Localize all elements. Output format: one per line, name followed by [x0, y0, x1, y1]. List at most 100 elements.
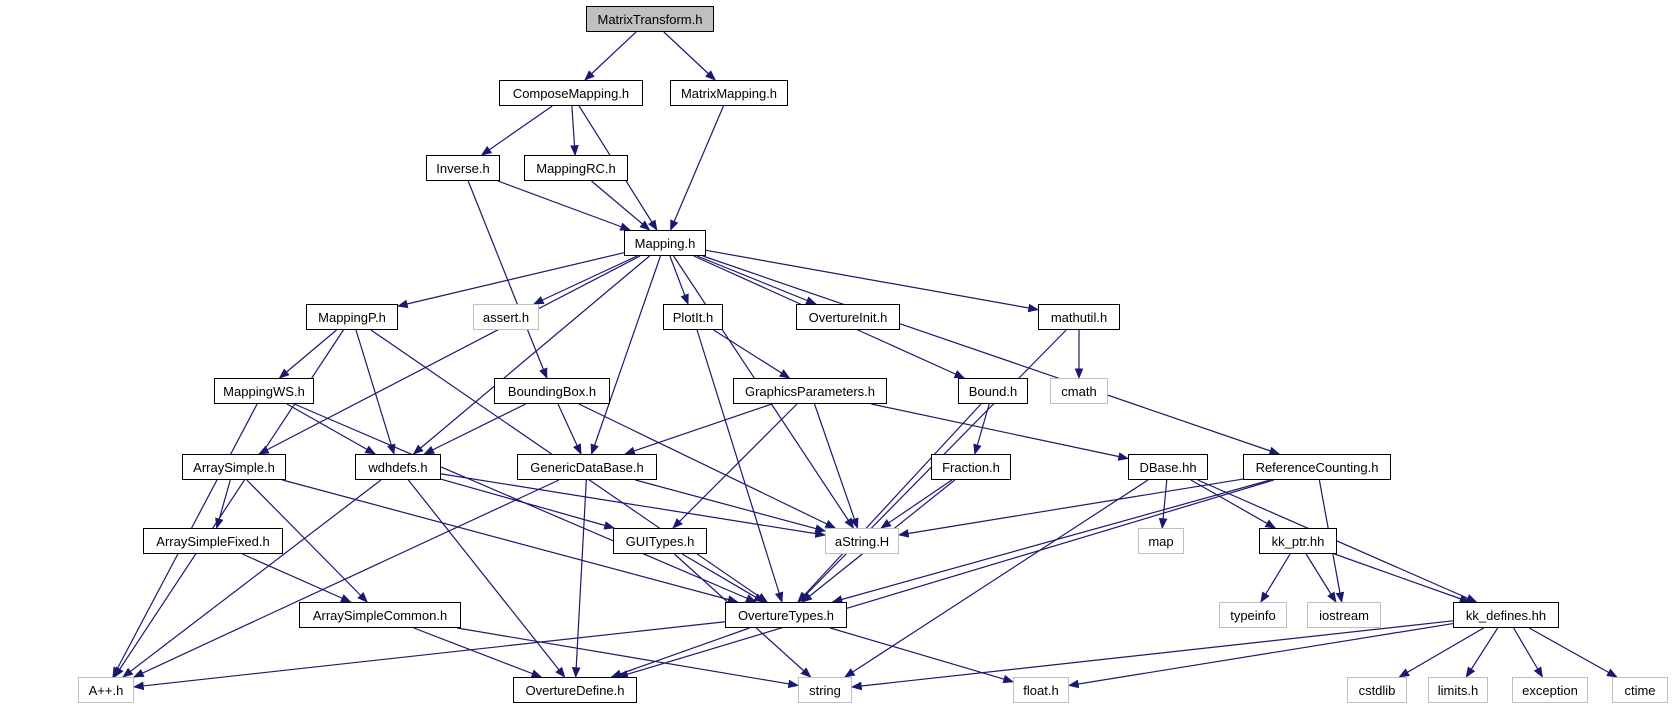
node-arraysimple-h[interactable]: ArraySimple.h — [182, 454, 286, 480]
node-label: float.h — [1023, 682, 1059, 698]
edge-PlotIt_h-to-OvertureTypes_h — [696, 329, 784, 604]
node-mappingp-h[interactable]: MappingP.h — [306, 304, 398, 330]
node-label: Inverse.h — [436, 160, 490, 176]
node-plotit-h[interactable]: PlotIt.h — [663, 304, 723, 330]
node-map: map — [1138, 528, 1184, 554]
edge-Mapping_h-to-PlotIt_h — [669, 255, 689, 306]
node-overturedefine-h[interactable]: OvertureDefine.h — [513, 677, 637, 703]
edge-MappingP_h-to-MappingWS_h — [278, 329, 337, 379]
edge-DBase_hh-to-kk_ptr_hh — [1190, 479, 1277, 529]
edge-ArraySimple_h-to-ArraySimpleFixed_h — [215, 479, 231, 530]
node-label: MappingP.h — [318, 309, 386, 325]
node-label: Mapping.h — [634, 235, 696, 251]
node-kk-ptr-hh[interactable]: kk_ptr.hh — [1259, 528, 1337, 554]
node-mapping-h[interactable]: Mapping.h — [624, 230, 706, 256]
node-label: MappingRC.h — [536, 160, 616, 176]
node-label: aString.H — [834, 533, 890, 549]
node-kk-defines-hh[interactable]: kk_defines.hh — [1453, 602, 1559, 628]
node-label: mathutil.h — [1050, 309, 1108, 325]
node-matrixmapping-h[interactable]: MatrixMapping.h — [670, 80, 788, 106]
edge-Bound_h-to-OvertureTypes_h — [797, 403, 982, 603]
node-guitypes-h[interactable]: GUITypes.h — [613, 528, 707, 554]
node-bound-h[interactable]: Bound.h — [958, 378, 1028, 404]
edge-ComposeMapping_h-to-Inverse_h — [480, 105, 553, 156]
node-label: cstdlib — [1358, 682, 1396, 698]
edge-GenericDataBase_h-to-App_h — [133, 479, 560, 678]
node-float-h: float.h — [1013, 677, 1069, 703]
edge-GenericDataBase_h-to-OvertureDefine_h — [571, 479, 587, 679]
node-label: Fraction.h — [942, 459, 1000, 475]
node-dbase-hh[interactable]: DBase.hh — [1128, 454, 1208, 480]
edge-Bound_h-to-Fraction_h — [973, 403, 990, 456]
edge-PlotIt_h-to-GraphicsParameters_h — [713, 329, 791, 379]
node-exception: exception — [1512, 677, 1588, 703]
edge-kk_defines_hh-to-exception — [1513, 627, 1543, 678]
node-fraction-h[interactable]: Fraction.h — [931, 454, 1011, 480]
node-astring-h: aString.H — [825, 528, 899, 554]
node-label: cmath — [1061, 383, 1097, 399]
node-iostream: iostream — [1307, 602, 1381, 628]
node-arraysimplefixed-h[interactable]: ArraySimpleFixed.h — [143, 528, 283, 554]
node-label: MatrixMapping.h — [680, 85, 778, 101]
node-label: ReferenceCounting.h — [1255, 459, 1379, 475]
edge-kk_defines_hh-to-limits_h — [1465, 627, 1499, 678]
node-label: GenericDataBase.h — [530, 459, 644, 475]
node-composemapping-h[interactable]: ComposeMapping.h — [499, 80, 643, 106]
node-label: DBase.hh — [1139, 459, 1197, 475]
node-genericdatabase-h[interactable]: GenericDataBase.h — [517, 454, 657, 480]
node-mappingws-h[interactable]: MappingWS.h — [214, 378, 314, 404]
node-label: string — [809, 682, 841, 698]
edge-BoundingBox_h-to-aString_H — [578, 403, 837, 529]
node-mappingrc-h[interactable]: MappingRC.h — [524, 155, 628, 181]
node-mathutil-h[interactable]: mathutil.h — [1038, 304, 1120, 330]
node-matrixtransform-h[interactable]: MatrixTransform.h — [586, 6, 714, 32]
node-label: GraphicsParameters.h — [744, 383, 876, 399]
edge-OvertureTypes_h-to-App_h — [132, 621, 726, 691]
node-label: ArraySimpleCommon.h — [312, 607, 448, 623]
node-overturetypes-h[interactable]: OvertureTypes.h — [725, 602, 847, 628]
node-label: iostream — [1319, 607, 1369, 623]
node-label: limits.h — [1437, 682, 1479, 698]
edge-kk_defines_hh-to-float_h — [1067, 622, 1454, 689]
node-label: kk_defines.hh — [1465, 607, 1547, 623]
node-typeinfo: typeinfo — [1219, 602, 1287, 628]
edge-Fraction_h-to-aString_H — [880, 479, 953, 529]
edge-ComposeMapping_h-to-MappingRC_h — [570, 105, 579, 157]
edge-wdhdefs_h-to-App_h — [122, 479, 382, 678]
node-label: OvertureTypes.h — [737, 607, 835, 623]
node-arraysimplecommon-h[interactable]: ArraySimpleCommon.h — [299, 602, 461, 628]
node-label: MappingWS.h — [223, 383, 305, 399]
node-label: BoundingBox.h — [507, 383, 597, 399]
edge-ReferenceCounting_h-to-OvertureTypes_h — [831, 479, 1271, 604]
node-label: exception — [1522, 682, 1578, 698]
node-label: wdhdefs.h — [368, 459, 428, 475]
edge-BoundingBox_h-to-wdhdefs_h — [423, 403, 526, 455]
node-overtureinit-h[interactable]: OvertureInit.h — [796, 304, 900, 330]
edge-wdhdefs_h-to-aString_H — [440, 473, 827, 538]
node-label: ArraySimple.h — [193, 459, 275, 475]
edge-GraphicsParameters_h-to-aString_H — [813, 403, 859, 530]
node-label: typeinfo — [1230, 607, 1276, 623]
edge-MatrixTransform_h-to-ComposeMapping_h — [584, 31, 637, 81]
edge-Mapping_h-to-assert_h — [532, 255, 638, 305]
node-label: assert.h — [482, 309, 530, 325]
node-inverse-h[interactable]: Inverse.h — [426, 155, 500, 181]
edge-kk_defines_hh-to-string — [850, 620, 1454, 691]
edge-wdhdefs_h-to-GUITypes_h — [440, 478, 616, 530]
node-graphicsparameters-h[interactable]: GraphicsParameters.h — [733, 378, 887, 404]
node-cstdlib: cstdlib — [1347, 677, 1407, 703]
node-referencecounting-h[interactable]: ReferenceCounting.h — [1243, 454, 1391, 480]
edge-GenericDataBase_h-to-aString_H — [635, 479, 827, 533]
node-label: map — [1148, 533, 1174, 549]
edge-Mapping_h-to-wdhdefs_h — [412, 255, 650, 455]
edge-Inverse_h-to-BoundingBox_h — [467, 180, 548, 380]
edge-kk_defines_hh-to-ctime — [1528, 627, 1618, 678]
node-wdhdefs-h[interactable]: wdhdefs.h — [355, 454, 441, 480]
edge-GraphicsParameters_h-to-GUITypes_h — [672, 403, 798, 529]
node-boundingbox-h[interactable]: BoundingBox.h — [494, 378, 610, 404]
node-label: A++.h — [88, 682, 124, 698]
edge-ArraySimple_h-to-ArraySimpleCommon_h — [246, 479, 368, 603]
edge-wdhdefs_h-to-OvertureDefine_h — [407, 479, 566, 678]
edge-Mapping_h-to-ArraySimple_h — [258, 255, 641, 455]
